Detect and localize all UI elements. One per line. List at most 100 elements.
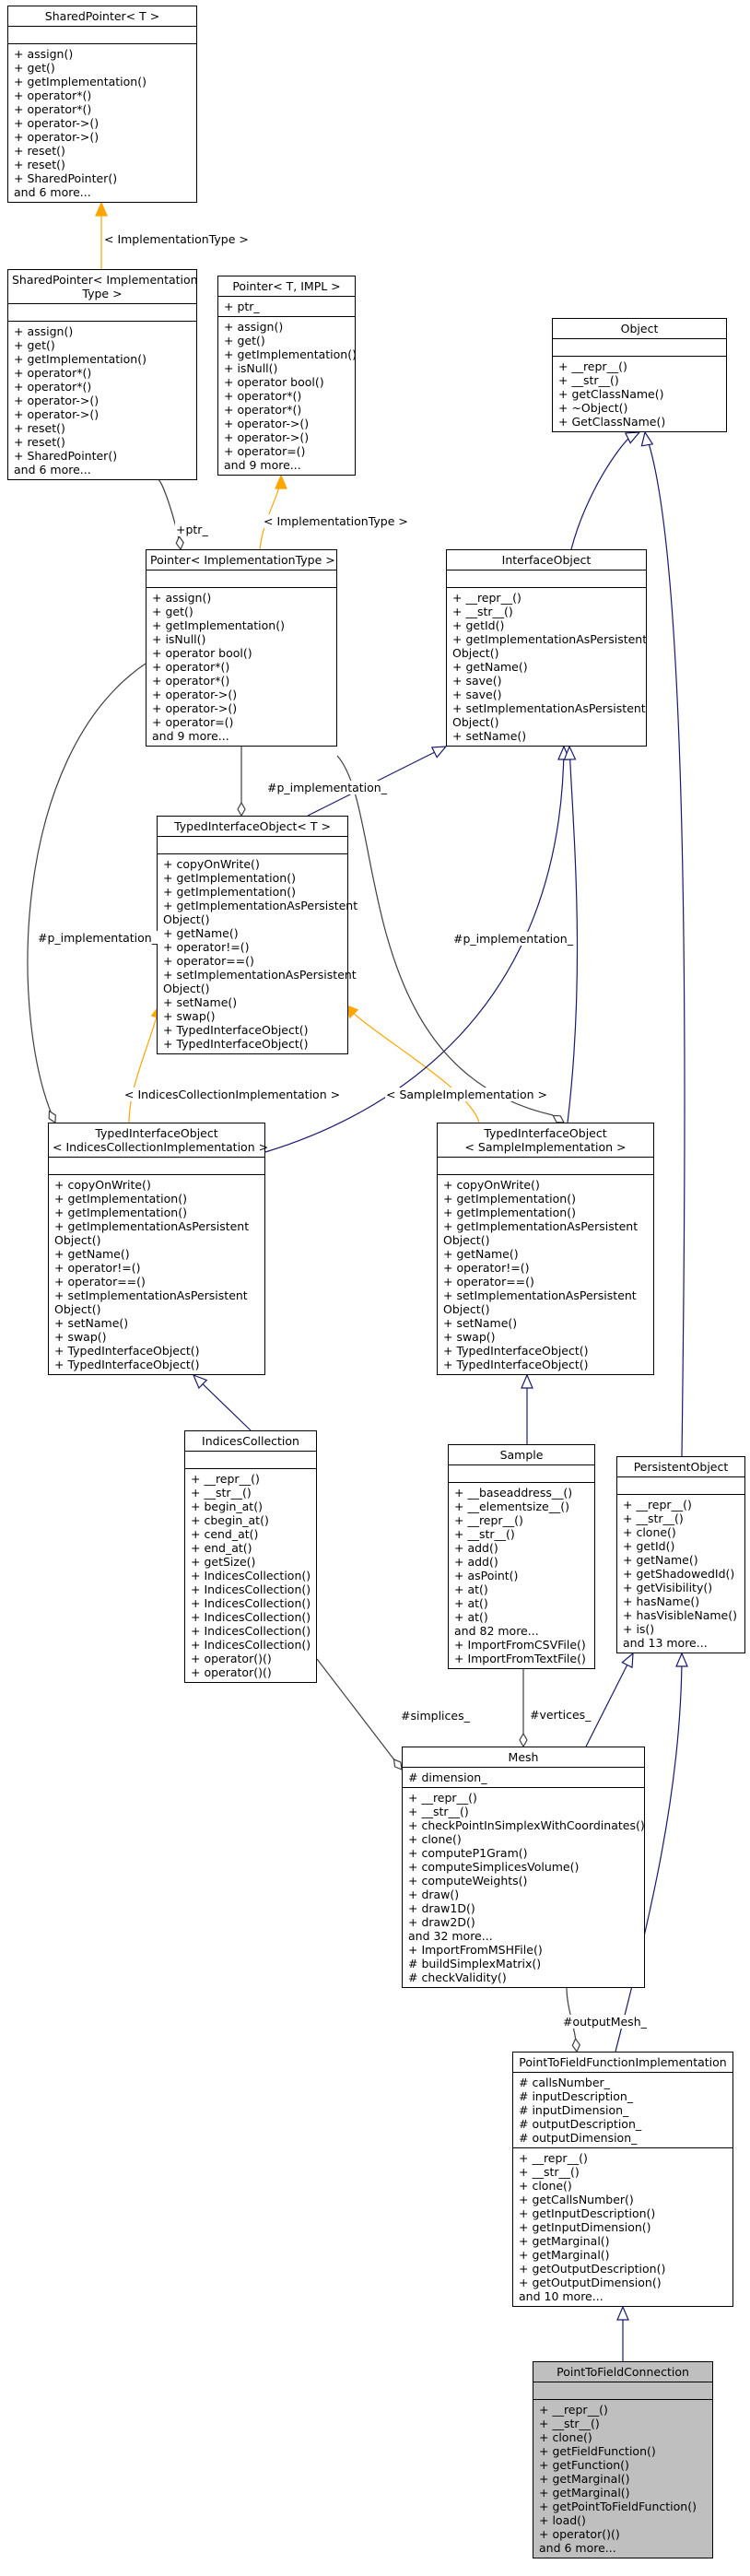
operation: + ImportFromTextFile() xyxy=(454,1652,586,1665)
operations-section: + __baseaddress__()+ __elementsize__()+ … xyxy=(449,1482,594,1668)
class-name-line: Pointer< ImplementationType > xyxy=(150,553,335,567)
operation: + cend_at() xyxy=(191,1527,259,1541)
operation: + save() xyxy=(452,674,502,688)
class-box-ptfc[interactable]: PointToFieldConnection+ __repr__()+ __st… xyxy=(533,2361,713,2558)
edge-simplices xyxy=(316,1658,403,1770)
operation: + __str__() xyxy=(558,373,619,387)
class-box-ptr-t-impl[interactable]: Pointer< T, IMPL >+ ptr_+ assign()+ get(… xyxy=(217,276,357,476)
edge-sp-impl-template-arrowhead xyxy=(95,201,108,217)
class-name-line: Object xyxy=(620,322,659,335)
operation: + begin_at() xyxy=(191,1500,263,1513)
class-box-mesh[interactable]: Mesh# dimension_+ __repr__()+ __str__()+… xyxy=(402,1747,645,1988)
operation: and 6 more... xyxy=(14,463,91,476)
operation: + TypedInterfaceObject() xyxy=(443,1344,589,1358)
edge-label: < ImplementationType > xyxy=(263,514,409,528)
operation: + copyOnWrite() xyxy=(163,857,260,871)
operation: + TypedInterfaceObject() xyxy=(54,1358,200,1371)
attributes-section xyxy=(158,836,347,853)
class-box-tio-t[interactable]: TypedInterfaceObject< T > + copyOnWrite()… xyxy=(157,816,357,1054)
operation: + get() xyxy=(14,338,55,352)
edge-tio-si-iface-arrowhead xyxy=(563,745,577,760)
attributes-section xyxy=(8,303,196,321)
edge-tio-ici-template xyxy=(128,1004,161,1123)
class-box-indices[interactable]: IndicesCollection+ __repr__()+ __str__()… xyxy=(184,1430,317,1683)
class-box-ptr-impl[interactable]: Pointer< ImplementationType > + assign()+… xyxy=(146,549,337,747)
operation: + getSize() xyxy=(191,1555,256,1569)
operation: + assign() xyxy=(14,324,74,338)
operation: + computeP1Gram() xyxy=(408,1846,528,1860)
operation: + getMarginal() xyxy=(519,2248,610,2262)
operation: + reset() xyxy=(14,144,65,158)
class-name-line: Sample xyxy=(499,1448,544,1462)
operation: + operator->() xyxy=(14,394,100,407)
operation: + setName() xyxy=(54,1316,129,1330)
edge-label: #simplices_ xyxy=(400,1709,471,1723)
edge-label: < SampleImplementation > xyxy=(385,1088,549,1101)
attribute: # callsNumber_ xyxy=(519,2076,610,2089)
edge-mesh-persistent xyxy=(585,1653,634,1747)
operation: + __str__() xyxy=(454,1527,515,1541)
class-name: Mesh xyxy=(403,1747,644,1767)
operation: + getOutputDescription() xyxy=(519,2262,666,2276)
edge-label: #outputMesh_ xyxy=(562,2015,648,2029)
operation: + end_at() xyxy=(191,1541,252,1555)
operation: + get() xyxy=(224,334,265,347)
operation: + operator=() xyxy=(152,715,234,729)
class-name-line: PointToFieldConnection xyxy=(557,2365,689,2379)
operation: + operator*() xyxy=(14,88,92,102)
class-box-tio-ici[interactable]: TypedInterfaceObject< IndicesCollectionI… xyxy=(48,1123,268,1375)
operation: + reset() xyxy=(14,435,65,449)
operation: + getId() xyxy=(452,618,505,632)
attribute: # inputDimension_ xyxy=(519,2103,629,2117)
class-name-line: Mesh xyxy=(508,1750,539,1764)
edge-ptr-usage-diamond xyxy=(175,535,184,551)
operation: + operator()() xyxy=(539,2527,620,2541)
operation: + operator!=() xyxy=(443,1261,530,1275)
operation: # buildSimplexMatrix() xyxy=(408,1957,542,1970)
operation: + operator=() xyxy=(224,444,306,458)
operation: + getName() xyxy=(54,1247,130,1261)
operation: + clone() xyxy=(408,1832,462,1846)
class-box-ptffi[interactable]: PointToFieldFunctionImplementation# call… xyxy=(512,2052,733,2307)
class-name: TypedInterfaceObject< T > xyxy=(158,817,347,836)
operations-section: + assign()+ get()+ getImplementation()+ … xyxy=(8,321,196,479)
class-box-tio-si[interactable]: TypedInterfaceObject< SampleImplementati… xyxy=(437,1123,654,1375)
operation: + operator*() xyxy=(224,403,302,417)
class-name-line: TypedInterfaceObject xyxy=(95,1126,218,1140)
operation: + operator*() xyxy=(14,102,92,116)
edge-label: < ImplementationType > xyxy=(103,232,250,246)
class-box-sample[interactable]: Sample + __baseaddress__()+ __elementsize… xyxy=(448,1444,595,1669)
operations-section: + __repr__()+ __str__()+ checkPointInSim… xyxy=(403,1787,645,1987)
operation: + setImplementationAsPersistent xyxy=(54,1288,248,1302)
operations-section: + assign()+ get()+ getImplementation()+ … xyxy=(146,587,336,746)
class-box-object[interactable]: Object+ __repr__()+ __str__()+ getClassN… xyxy=(552,318,727,432)
operation: + operator*() xyxy=(152,674,230,688)
operation: + __str__() xyxy=(623,1511,684,1525)
class-name-line: TypedInterfaceObject xyxy=(484,1126,607,1140)
edge-output-mesh-diamond xyxy=(571,2037,580,2053)
class-box-persistent[interactable]: PersistentObject+ __repr__()+ __str__()+… xyxy=(616,1456,745,1653)
operation: + operator!=() xyxy=(54,1261,141,1275)
edge-label: < IndicesCollectionImplementation > xyxy=(123,1088,342,1101)
operation: + cbegin_at() xyxy=(191,1513,269,1527)
operation: + add() xyxy=(454,1555,498,1569)
operation: + isNull() xyxy=(152,632,206,646)
operation: + at() xyxy=(454,1596,488,1610)
operation: + operator!=() xyxy=(163,940,250,954)
edge-p-impl-ici xyxy=(27,663,146,1123)
operation: + getMarginal() xyxy=(539,2486,630,2500)
edge-vertices-diamond xyxy=(519,1732,528,1748)
operation: + getMarginal() xyxy=(539,2472,630,2486)
edge-simplices-diamond xyxy=(393,1758,403,1770)
operations-section: + __repr__()+ __str__()+ begin_at()+ cbe… xyxy=(185,1468,316,1682)
operation: Object() xyxy=(452,646,499,660)
operation: + assign() xyxy=(224,320,284,334)
edge-label: #p_implementation_ xyxy=(37,931,158,945)
operation: + assign() xyxy=(14,47,74,61)
edge-ptr-impl-template-arrowhead xyxy=(275,474,287,489)
edge-ptr-usage xyxy=(158,479,182,550)
class-box-sp-t[interactable]: SharedPointer< T >+ assign()+ get()+ get… xyxy=(7,6,197,203)
class-name: PointToFieldConnection xyxy=(533,2362,712,2382)
class-box-iface[interactable]: InterfaceObject+ __repr__()+ __str__()+ … xyxy=(446,549,647,747)
